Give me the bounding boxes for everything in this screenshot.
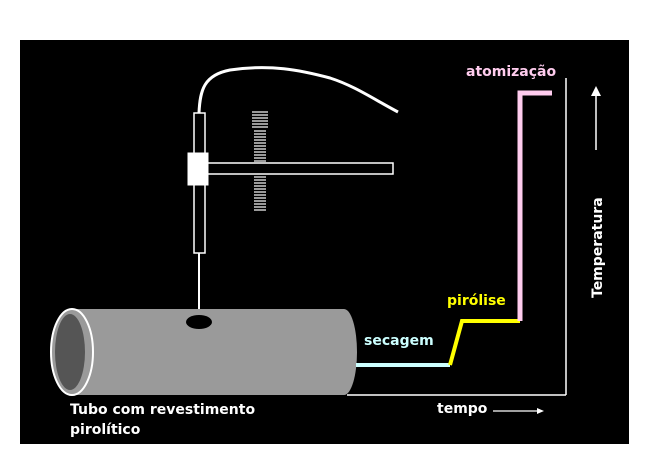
injection-hole [186,315,212,329]
graphite-tube [50,308,357,396]
horizontal-arm [204,162,394,175]
time-arrow-head [537,408,544,414]
temperature-program [347,78,601,414]
temperature-label: Temperatura [590,197,606,298]
capillary-wire [197,66,399,114]
pyrolysis-step [448,319,520,366]
drying-label: secagem [364,333,434,349]
pyrolysis-label: pirólise [447,293,506,309]
tube-label-line1: Tubo com revestimento [70,402,256,418]
threaded-screw [252,111,268,211]
time-label: tempo [437,401,488,417]
atomization-label: atomização [466,64,557,80]
atomization-step [517,90,552,321]
temperature-arrow-head [591,86,601,96]
tube-label-line2: pirolítico [70,422,141,438]
clamp-block [187,152,209,186]
